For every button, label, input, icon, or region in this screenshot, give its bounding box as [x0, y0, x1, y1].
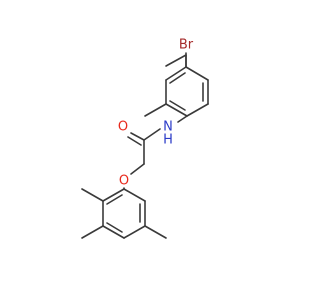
bond-ring2-d2: [106, 222, 123, 233]
atom-o-carbonyl: O: [118, 120, 128, 135]
bond-methyl-4: [144, 225, 167, 239]
bond-methyl-3: [81, 225, 104, 239]
bond-lines: [81, 52, 209, 239]
atom-o-ether: O: [119, 174, 129, 189]
bond-ring2-f: [102, 188, 125, 202]
bond-ring1-f: [165, 103, 188, 117]
bond-c-o-double-b: [127, 136, 142, 146]
bond-ring2-a: [123, 188, 146, 202]
bond-ring2-c: [123, 225, 146, 239]
bond-ring1-c: [185, 66, 209, 81]
bond-c-n: [177, 115, 188, 123]
bond-ch2-o: [130, 163, 145, 175]
atom-labels: Br N H O O: [118, 38, 194, 189]
bond-ring1-b: [165, 54, 187, 67]
bond-ring1-e: [186, 103, 209, 117]
bond-ring1-h: [165, 66, 187, 81]
structure-canvas: Br N H O O: [81, 38, 209, 239]
bond-ring2-f2: [106, 194, 123, 205]
bond-methyl-1: [144, 103, 167, 117]
atom-h: H: [163, 133, 173, 148]
bond-c-o-double-a: [130, 132, 145, 141]
bond-ring1-f2: [169, 100, 186, 111]
atom-br: Br: [179, 38, 194, 53]
bond-n-c: [143, 128, 161, 141]
bond-ring2-d: [102, 225, 125, 239]
bond-ring1-h2: [169, 72, 186, 84]
atom-n: N: [163, 120, 173, 135]
bond-methyl-2: [81, 188, 104, 202]
